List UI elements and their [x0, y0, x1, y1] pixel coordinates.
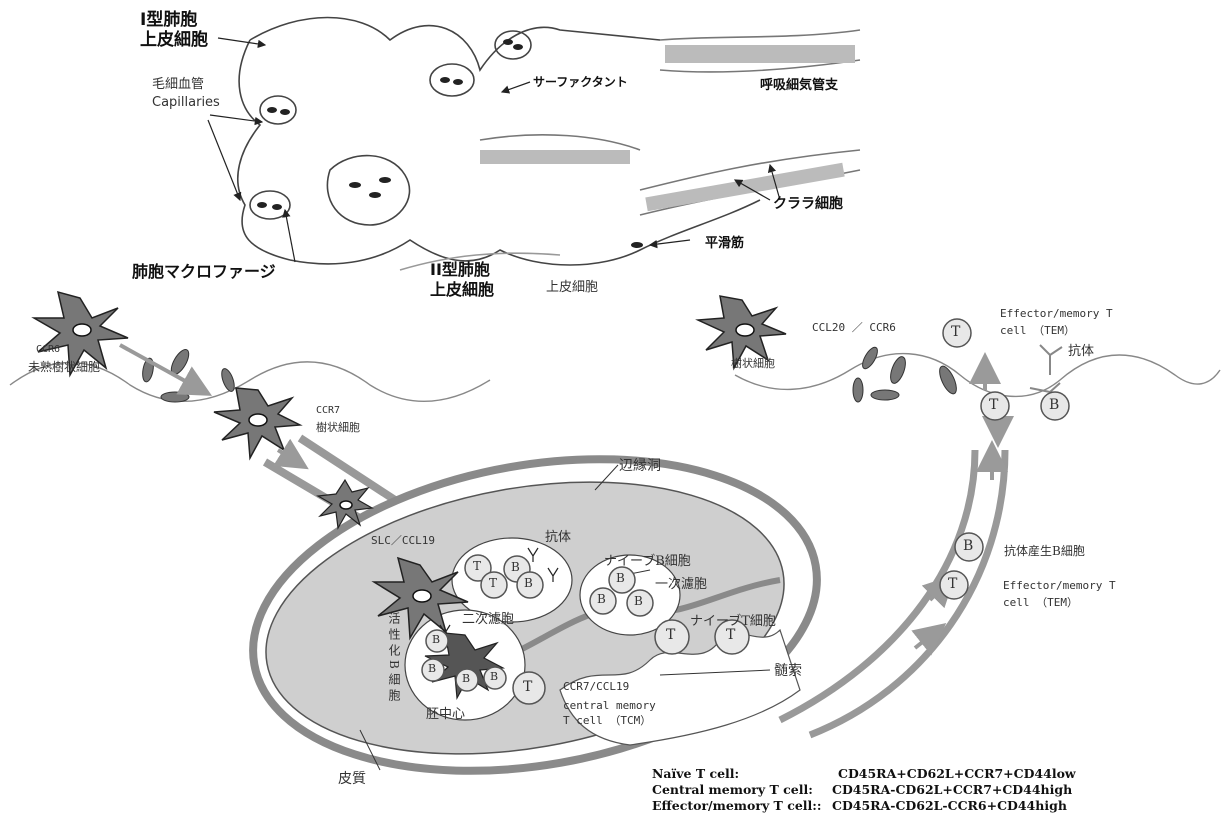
clara-cell-label: クララ細胞 — [773, 193, 843, 213]
tissue-antibody-label: 抗体 — [1068, 340, 1094, 359]
tcm-label: central memory T cell （TCM） — [563, 698, 656, 728]
tissue-tem-line1: Effector/memory T — [1000, 305, 1113, 322]
ccr7-ccl19-label: CCR7/CCL19 — [563, 680, 629, 693]
capillaries-label: 毛細血管 Capillaries — [152, 76, 220, 112]
type2-cell-line2: 上皮細胞 — [430, 280, 494, 300]
bronchiole-label: 呼吸細気管支 — [760, 74, 838, 93]
cell-b-3: B — [511, 560, 520, 574]
efferent-tem-line1: Effector/memory T — [1003, 577, 1116, 594]
cell-t-4: T — [473, 559, 481, 573]
capillaries-line2: Capillaries — [152, 94, 220, 112]
cell-t-6: T — [666, 627, 675, 643]
marker-phenotype-effector: CD45RA-CD62L-CCR6+CD44high — [832, 798, 1067, 814]
cell-t-8: T — [523, 679, 532, 695]
cell-t-1: T — [951, 324, 960, 340]
cell-b-8: B — [432, 633, 440, 646]
marker-list: Naïve T cell: CD45RA+CD62L+CCR7+CD44low … — [652, 766, 1076, 814]
cell-b-7: B — [634, 594, 643, 608]
marker-row-effector: Effector/memory T cell:: CD45RA-CD62L-CC… — [652, 798, 1076, 814]
mature-dc-label: 樹状細胞 — [316, 419, 360, 435]
tissue-tem-line2: cell （TEM） — [1000, 322, 1113, 339]
cell-b-4: B — [524, 576, 533, 590]
cell-t-2: T — [989, 397, 998, 413]
tissue-wave-right — [735, 354, 1220, 397]
cell-b-1: B — [1049, 397, 1059, 413]
tcm-line2: T cell （TCM） — [563, 713, 656, 728]
primary-follicle-label: 一次濾胞 — [655, 573, 707, 592]
marginal-sinus-label: 辺縁洞 — [619, 455, 661, 475]
type1-cell-label: I型肺胞 上皮細胞 — [140, 10, 208, 50]
ccr7-label: CCR7 — [316, 405, 340, 416]
node-antibody-label: 抗体 — [545, 526, 571, 545]
marker-phenotype-naive: CD45RA+CD62L+CCR7+CD44low — [838, 766, 1076, 782]
efferent-tem-label: Effector/memory T cell （TEM） — [1003, 577, 1116, 611]
marker-row-naive: Naïve T cell: CD45RA+CD62L+CCR7+CD44low — [652, 766, 1076, 782]
cell-b-9: B — [428, 662, 436, 675]
cell-t-7: T — [726, 627, 735, 643]
marker-cell-central: Central memory T cell: — [652, 782, 832, 798]
tissue-dc-label: 樹状細胞 — [731, 355, 775, 371]
type1-cell-line2: 上皮細胞 — [140, 30, 208, 50]
type2-cell-label: II型肺胞 上皮細胞 — [430, 260, 494, 300]
immature-dc-label: 未熟樹状細胞 — [28, 358, 100, 375]
cell-b-2: B — [963, 538, 973, 554]
tcm-line1: central memory — [563, 698, 656, 713]
type2-cell-line1: II型肺胞 — [430, 260, 494, 280]
cell-b-6: B — [597, 592, 606, 606]
marker-row-central: Central memory T cell: CD45RA-CD62L+CCR7… — [652, 782, 1076, 798]
cortex-label: 皮質 — [338, 768, 366, 788]
antibody-b-label: 抗体産生B細胞 — [1004, 542, 1085, 559]
cell-b-10: B — [462, 672, 470, 685]
tissue-tem-label: Effector/memory T cell （TEM） — [1000, 305, 1113, 339]
migrating-cells — [141, 345, 960, 402]
marker-phenotype-central: CD45RA-CD62L+CCR7+CD44high — [832, 782, 1072, 798]
efferent-tem-line2: cell （TEM） — [1003, 594, 1116, 611]
marker-cell-effector: Effector/memory T cell:: — [652, 798, 832, 814]
cell-b-11: B — [490, 670, 498, 683]
slc-ccl19-label: SLC／CCL19 — [371, 532, 435, 548]
capillary-rbc — [257, 39, 643, 248]
cell-t-5: T — [489, 576, 497, 590]
marker-cell-naive: Naïve T cell: — [652, 766, 838, 782]
germinal-center-label: 胚中心 — [426, 703, 465, 722]
type2-cell-extra-label: 上皮細胞 — [546, 276, 598, 295]
activated-b-label: 活性化B細胞 — [386, 612, 403, 712]
capillaries-line1: 毛細血管 — [152, 76, 220, 94]
surfactant-label: サーファクタント — [533, 73, 628, 90]
ccl20-ccr6-label: CCL20 ／ CCR6 — [812, 319, 896, 335]
cell-t-3: T — [948, 576, 957, 592]
secondary-follicle-label: 二次濾胞 — [462, 608, 514, 627]
smooth-muscle-label: 平滑筋 — [705, 232, 744, 251]
type1-cell-line1: I型肺胞 — [140, 10, 208, 30]
ccr6-label: CCR6 — [36, 344, 60, 355]
cell-b-5: B — [616, 571, 625, 585]
macrophage-label: 肺胞マクロファージ — [132, 258, 276, 282]
medullary-cord-label: 髄索 — [774, 660, 802, 680]
naive-b-label: ナイーブB細胞 — [604, 550, 691, 569]
